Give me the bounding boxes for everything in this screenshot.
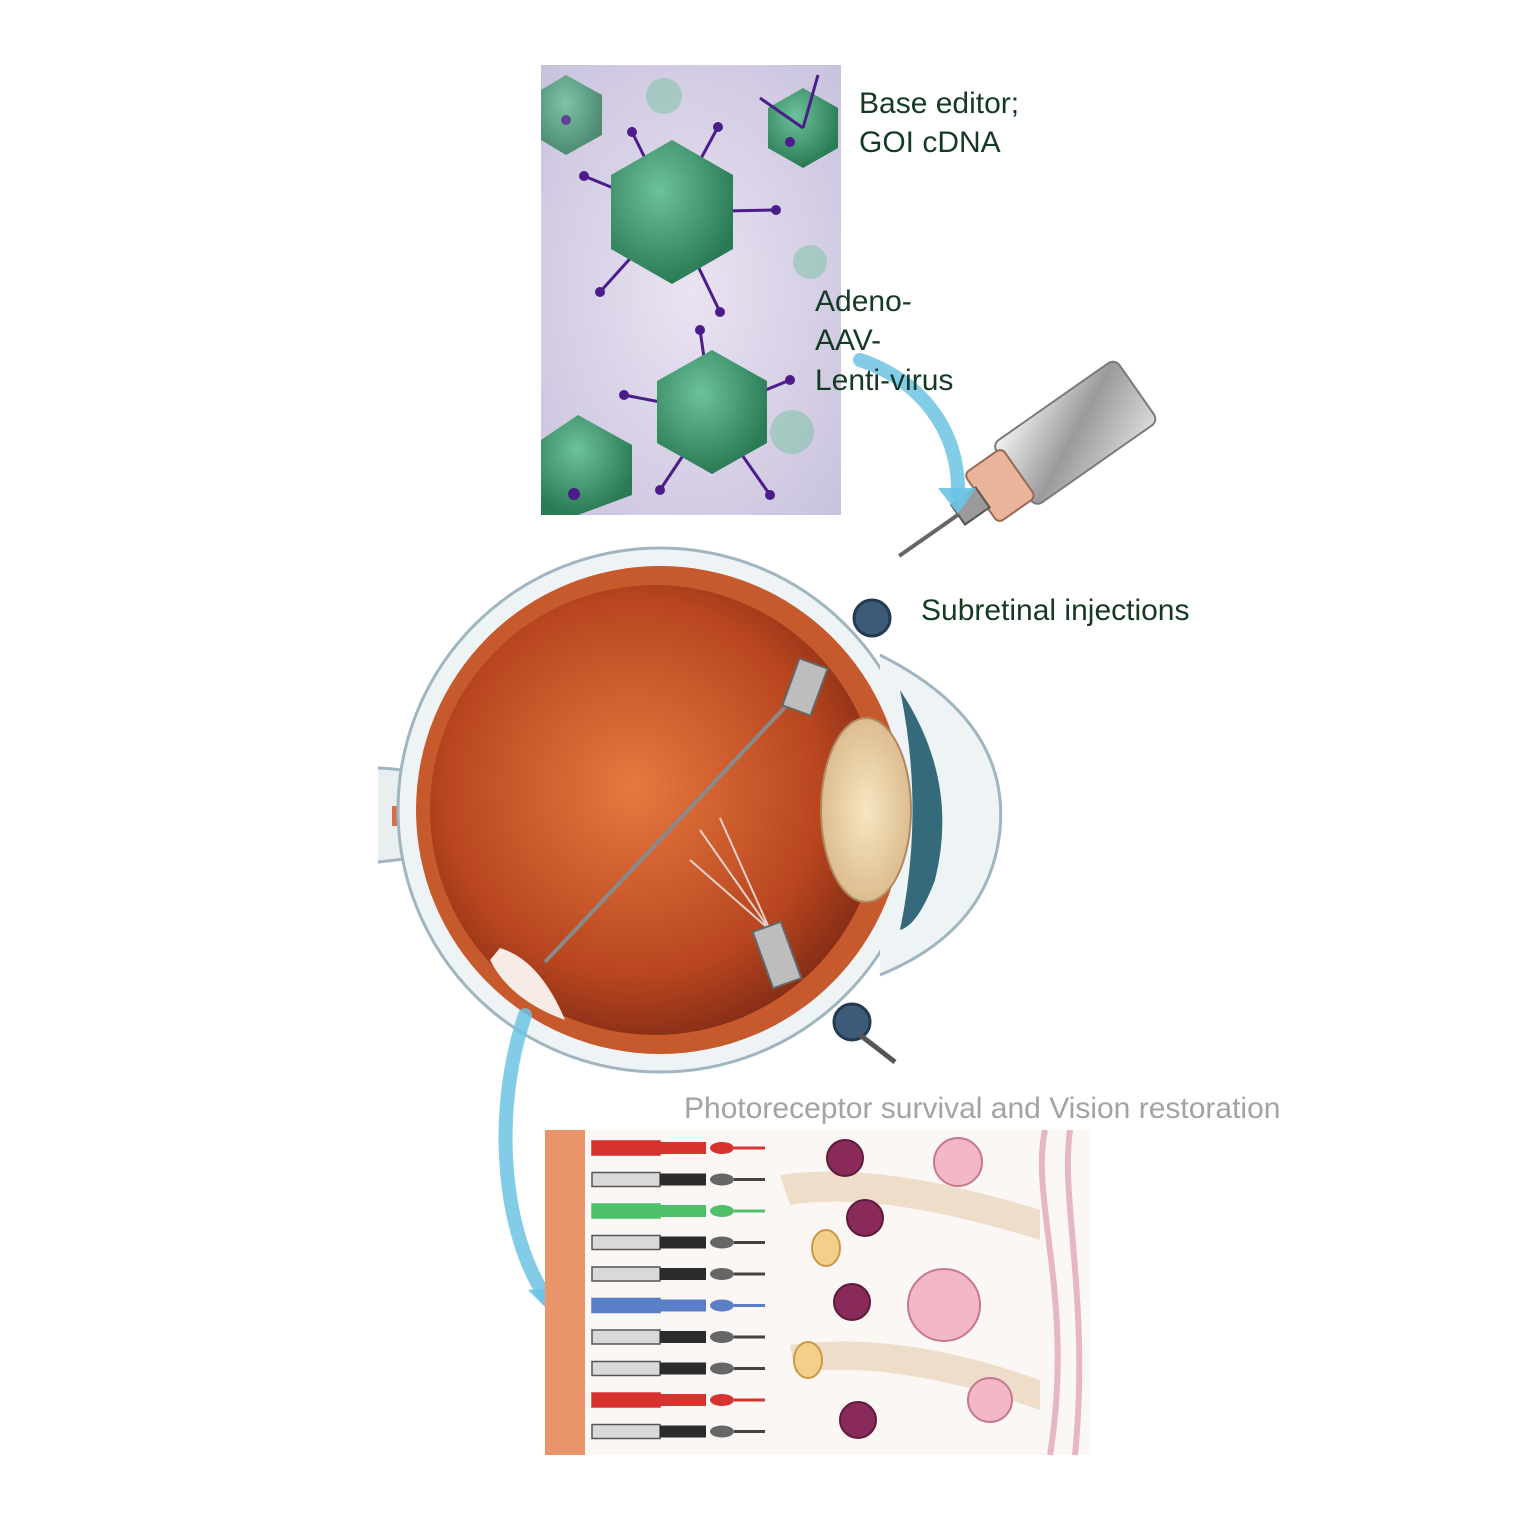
adeno-label: Adeno- [815,285,912,318]
arrow-to-retina [498,1008,555,1307]
inner-retina [780,1129,1083,1456]
green-cone-cell [591,1203,765,1219]
red-cone-cell [591,1140,765,1156]
rod-cell [591,1266,765,1282]
rod-cell [591,1423,765,1440]
outcome-label: Photoreceptor survival and Vision restor… [684,1092,1281,1125]
red-cone-cell [591,1392,765,1408]
virus-particle-icon [541,75,602,155]
base-editor-label: Base editor; [859,87,1020,120]
arrow-to-syringe-head [938,488,976,514]
virus-particle-icon [759,74,838,168]
rod-cell [591,1360,765,1377]
eyeball-icon [377,546,1003,1074]
virus-panel [541,65,841,515]
rod-cell [591,1234,765,1251]
photoreceptor-icon [591,1140,765,1440]
blue-cone-cell [591,1297,765,1314]
virus-particle-icon [646,78,827,454]
rod-cell [591,1329,765,1345]
syringe-icon [897,360,1157,558]
retina-section [545,1129,1090,1456]
arrow-to-syringe [853,353,966,502]
virus-particle-icon [541,415,632,515]
goi-cdna-label: GOI cDNA [859,126,1001,159]
subretinal-injections-label: Subretinal injections [921,594,1190,627]
rpe-layer [545,1130,585,1455]
lentivirus-label: Lenti-virus [815,364,954,397]
trocar-port-bottom [832,1002,872,1042]
aav-label: AAV- [815,324,882,357]
rod-cell [591,1171,765,1188]
trocar-port-top [852,598,892,638]
virus-particle-icon [619,325,795,500]
virus-particle-icon [579,122,781,317]
